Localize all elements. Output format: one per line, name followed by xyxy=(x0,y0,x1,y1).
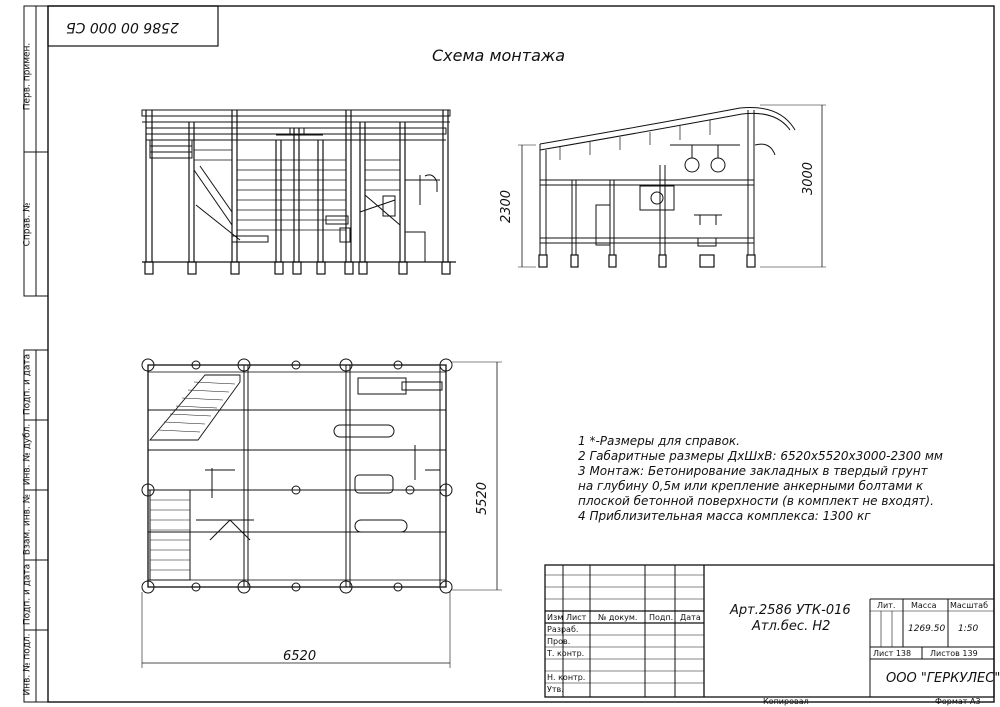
tb-scale-value: 1:50 xyxy=(958,624,979,634)
doc-code-box xyxy=(47,5,219,47)
tb-sheets: Листов 139 xyxy=(930,649,978,658)
tb-col-sign: Подп. xyxy=(649,613,674,622)
note-line-4: на глубину 0,5м или крепление анкерными … xyxy=(578,479,924,493)
side-strip-label-1: Перв. примен. xyxy=(22,42,33,111)
note-line-2: 2 Габаритные размеры ДхШхВ: 6520х5520х30… xyxy=(578,449,943,463)
tb-role-utv: Утв. xyxy=(547,685,564,694)
front-view xyxy=(141,109,456,275)
note-line-5: плоской бетонной поверхности (в комплект… xyxy=(578,494,934,508)
notes: 1 *-Размеры для справок. 2 Габаритные ра… xyxy=(578,434,943,524)
tb-col-list: Лист xyxy=(566,613,587,622)
side-strip-label-7: Инв. № подл. xyxy=(22,633,33,696)
tb-mass-value: 1269.50 xyxy=(908,624,946,634)
side-strip-label-3: Подп. и дата xyxy=(22,353,33,416)
tb-format: Формат А3 xyxy=(935,697,981,706)
dim-plan-depth: 5520 xyxy=(475,481,491,516)
tb-col-izm: Изм xyxy=(547,613,564,622)
dim-side-low: 2300 xyxy=(499,189,515,224)
dim-side-high: 3000 xyxy=(801,161,817,196)
tb-company: ООО "ГЕРКУЛЕС" xyxy=(886,671,1000,686)
side-strip-label-5: Взам. инв. № xyxy=(22,493,33,556)
plan-view xyxy=(141,358,502,668)
tb-mass-label: Масса xyxy=(911,601,937,610)
dim-plan-width: 6520 xyxy=(283,649,317,664)
note-line-6: 4 Приблизительная масса комплекса: 1300 … xyxy=(578,509,871,523)
note-line-3: 3 Монтаж: Бетонирование закладных в твер… xyxy=(578,464,928,478)
tb-col-date: Дата xyxy=(680,613,701,622)
drawing-title: Схема монтажа xyxy=(432,46,566,65)
side-strip-label-2: Справ. № xyxy=(22,202,33,247)
tb-copied: Копировал xyxy=(763,697,809,706)
tb-lit-label: Лит. xyxy=(877,601,896,610)
title-block xyxy=(544,564,995,698)
side-strip xyxy=(23,5,49,703)
tb-name-line1: Арт.2586 УТК-016 xyxy=(730,603,851,618)
tb-role-nkontr: Н. контр. xyxy=(547,673,586,682)
doc-code: 2586 00 000 СБ xyxy=(66,19,179,35)
tb-role-razrab: Разраб. xyxy=(547,625,579,634)
tb-sheet: Лист 138 xyxy=(873,649,912,658)
side-strip-label-4: Инв. № дубл. xyxy=(22,423,33,486)
tb-col-doc: № докум. xyxy=(598,613,638,622)
note-line-1: 1 *-Размеры для справок. xyxy=(578,434,740,448)
side-strip-label-6: Подп. и дата xyxy=(22,563,33,626)
tb-role-tkontr: Т. контр. xyxy=(547,649,585,658)
tb-scale-label: Масштаб xyxy=(950,601,989,610)
side-view xyxy=(518,104,826,268)
tb-role-prov: Пров. xyxy=(547,637,571,646)
tb-name-line2: Атл.бес. Н2 xyxy=(752,619,831,634)
